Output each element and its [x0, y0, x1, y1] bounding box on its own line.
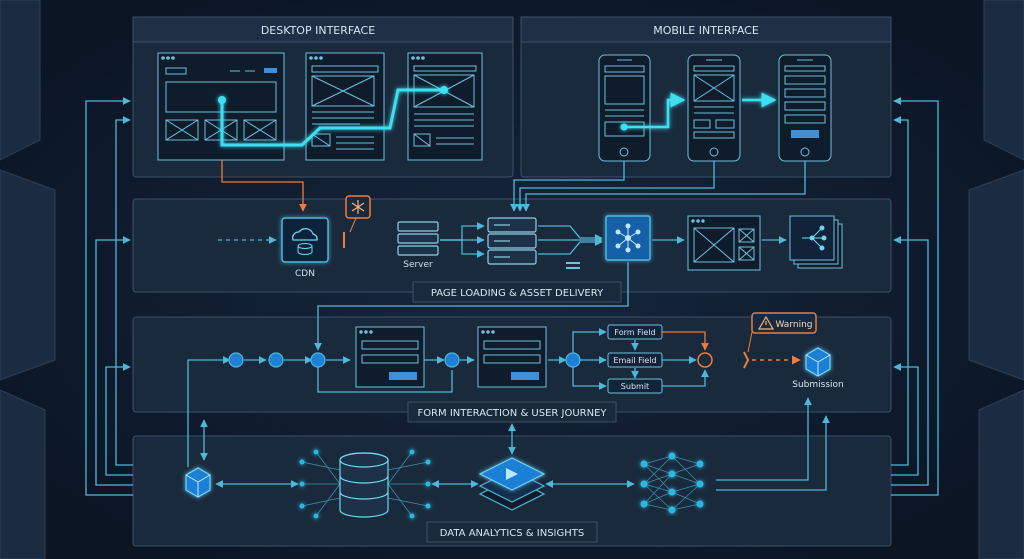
- feedback-loops: [85, 97, 939, 496]
- server-label: Server: [403, 260, 433, 270]
- form-field-label: Form Field: [614, 328, 655, 337]
- email-field-label: Email Field: [613, 356, 656, 365]
- delivery-output-node: [789, 215, 843, 269]
- form-error-path: [662, 331, 801, 369]
- network-node: [605, 215, 651, 261]
- panel-title-desktop: DESKTOP INTERFACE: [261, 24, 375, 37]
- panel-title-analytics: DATA ANALYTICS & INSIGHTS: [440, 528, 584, 539]
- desktop-user-path: [218, 86, 448, 147]
- form-flow: [187, 328, 709, 467]
- mobile-wireframe-3: [778, 54, 832, 162]
- mobile-wireframe-2: [687, 54, 741, 162]
- warning-label: Warning: [775, 320, 812, 330]
- email-field-node: Email Field: [607, 352, 663, 368]
- submission-node: Submission: [792, 347, 844, 390]
- server-node: Server: [397, 221, 439, 270]
- form-window-1: [355, 326, 425, 388]
- submission-label: Submission: [792, 380, 844, 390]
- form-label: FORM INTERACTION & USER JOURNEY: [407, 401, 617, 423]
- form-window-2: [477, 326, 547, 388]
- warning-icon: [757, 315, 775, 330]
- neural-network-node: [640, 452, 704, 514]
- form-step-dots: [228, 352, 581, 368]
- database-node: [299, 449, 431, 519]
- latency-alert: [328, 195, 396, 248]
- submit-node: Submit: [607, 378, 663, 394]
- burst-icon: [351, 200, 365, 214]
- desktop-wireframe-3: [407, 52, 483, 161]
- panel-title-mobile: MOBILE INTERFACE: [653, 24, 759, 37]
- page-loading-label: PAGE LOADING & ASSET DELIVERY: [412, 281, 622, 303]
- analytics-cube: [185, 467, 211, 498]
- server-stack: [487, 217, 580, 269]
- play-icon: [506, 468, 518, 480]
- cdn-label: CDN: [295, 269, 315, 279]
- warning-badge: Warning: [751, 312, 817, 334]
- analytics-flow: [200, 397, 830, 491]
- analytics-layers-node: [478, 457, 546, 511]
- form-field-node: Form Field: [607, 324, 663, 340]
- desktop-wireframe-2: [305, 52, 385, 161]
- connectors-top: [221, 160, 806, 212]
- page-loading-flow: [218, 222, 787, 351]
- analytics-label: DATA ANALYTICS & INSIGHTS: [426, 521, 598, 543]
- panel-title-page-loading: PAGE LOADING & ASSET DELIVERY: [431, 288, 604, 299]
- page-preview-node: [687, 215, 761, 271]
- panel-title-form: FORM INTERACTION & USER JOURNEY: [417, 408, 607, 419]
- submit-label: Submit: [621, 382, 649, 391]
- mobile-wireframe-1: [598, 54, 651, 162]
- mobile-user-path: [620, 92, 777, 131]
